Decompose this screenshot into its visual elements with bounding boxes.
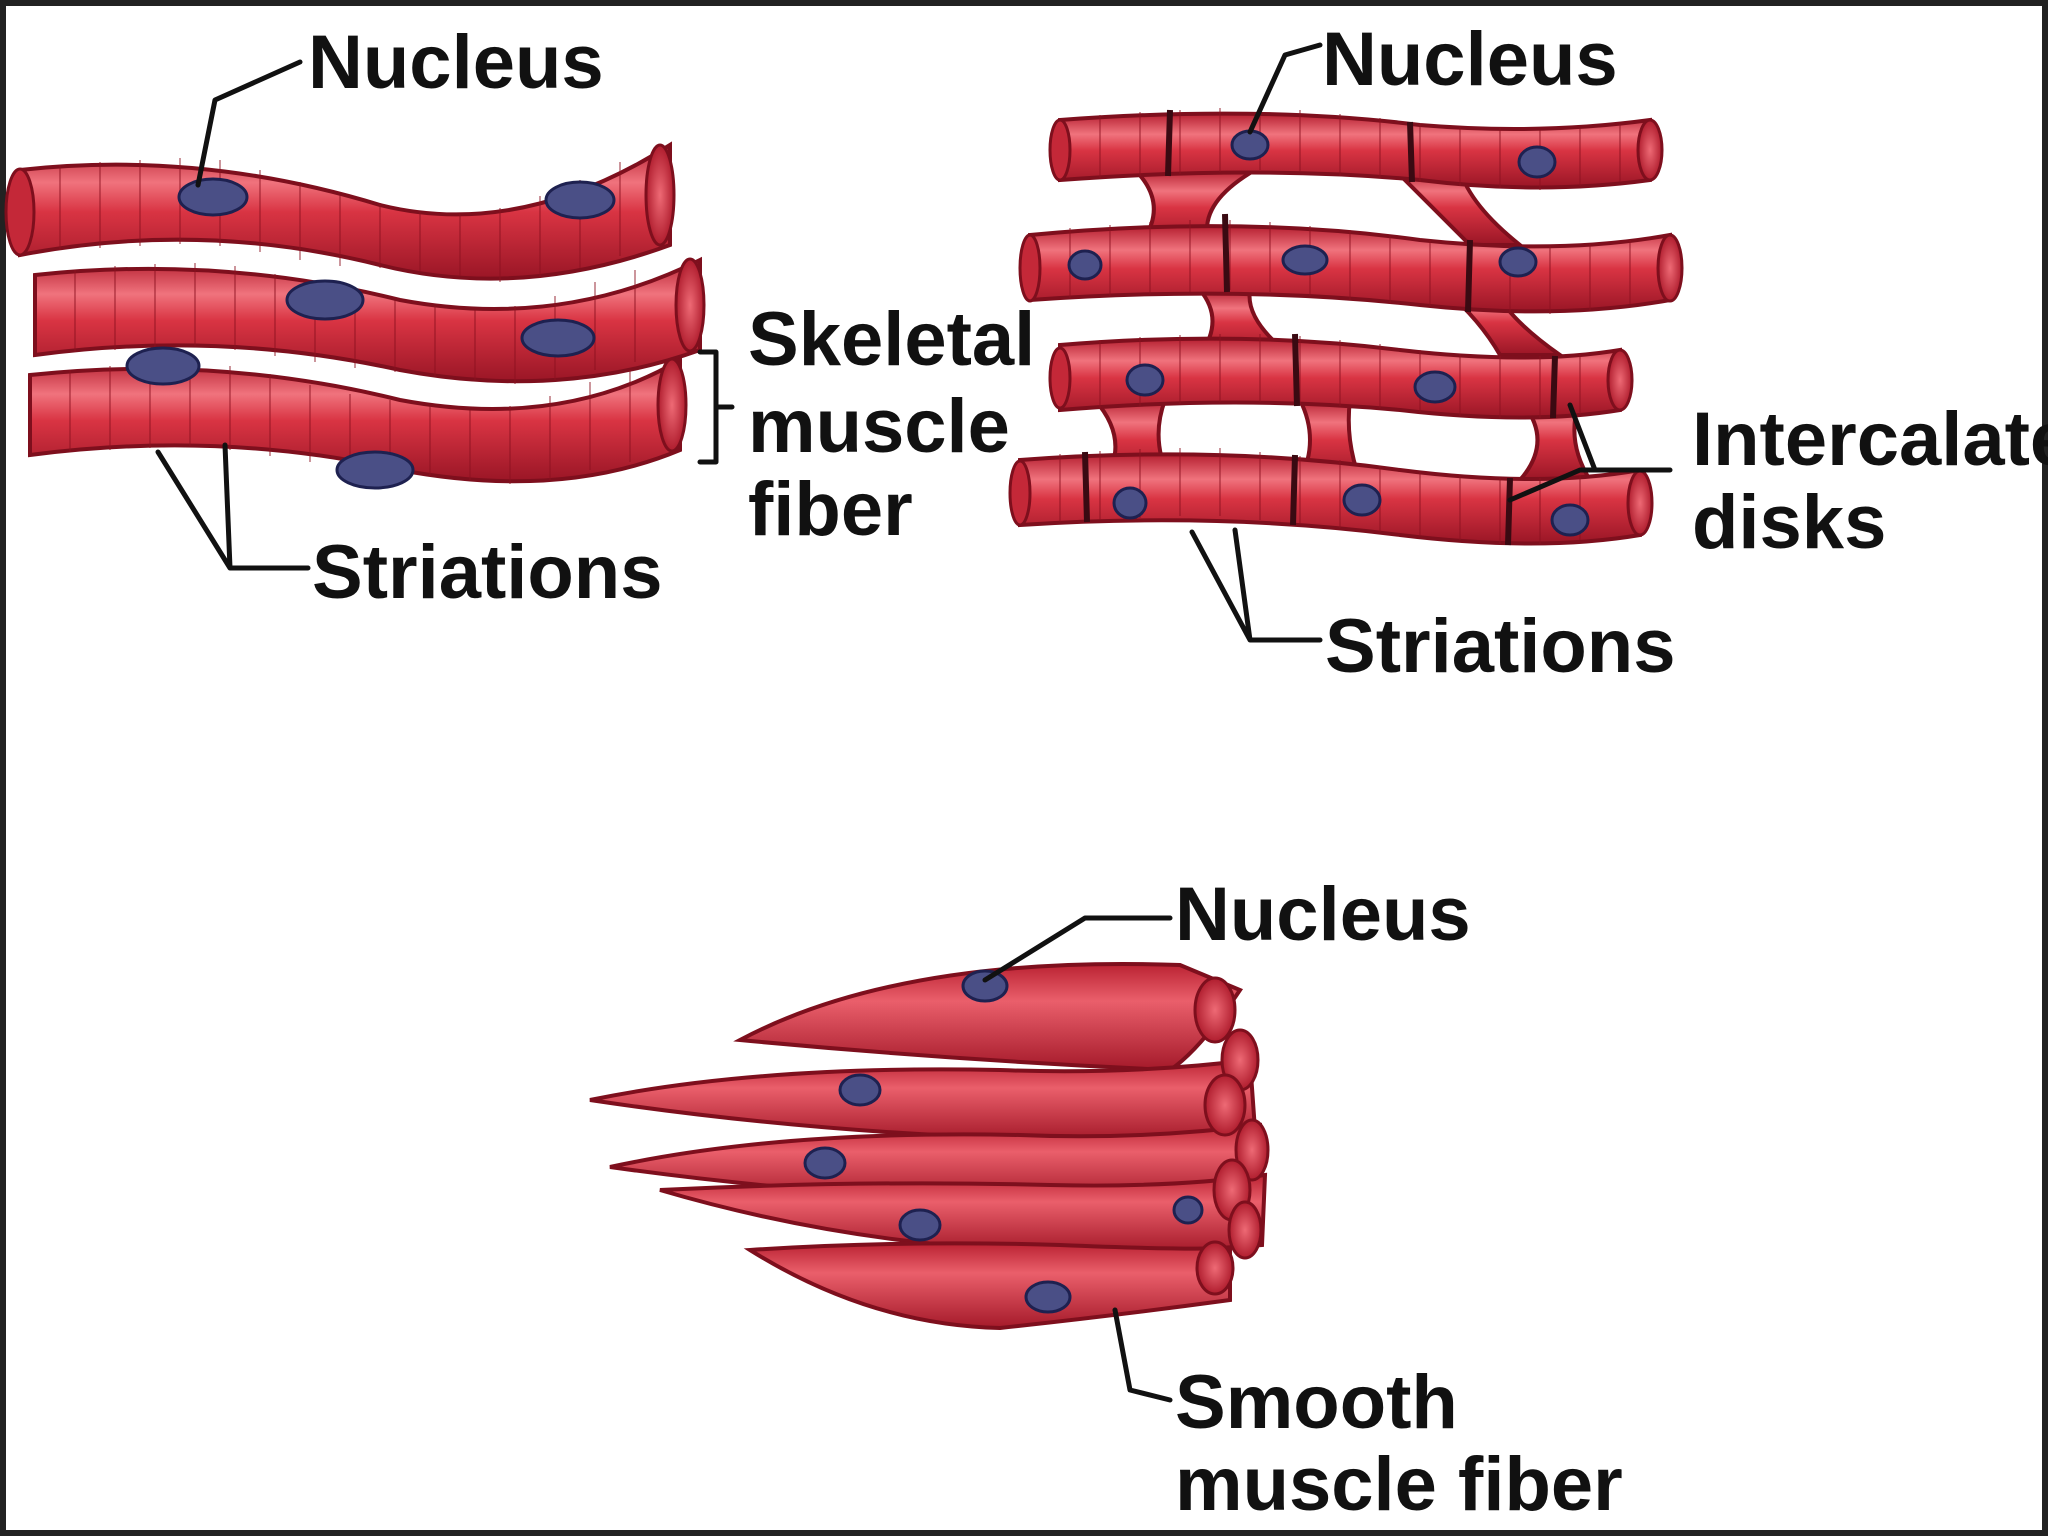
cardiac-nucleus-2 [1517, 145, 1557, 179]
smooth-nucleus-4 [898, 1208, 942, 1242]
cardiac-nucleus-1 [1230, 129, 1270, 161]
smooth-fiber-2 [589, 1057, 1258, 1143]
cardiac-fiber-row-3 [1048, 333, 1634, 420]
skeletal-fiber-label-line1: Skeletal [748, 297, 1035, 382]
cardiac-nucleus-3 [1067, 249, 1103, 281]
cardiac-disks-leader [1507, 402, 1673, 503]
skeletal-nucleus-5 [125, 346, 201, 386]
cardiac-nucleus-9 [1342, 483, 1382, 517]
cardiac-nucleus-10 [1550, 503, 1590, 537]
smooth-fiber-label-line2: muscle fiber [1175, 1442, 1623, 1527]
smooth-muscle-illustration [589, 961, 1270, 1331]
smooth-nucleus-1 [961, 969, 1009, 1003]
cardiac-nucleus-6 [1125, 363, 1165, 397]
smooth-fiber-ends [1193, 976, 1270, 1296]
smooth-nucleus-5 [1024, 1280, 1072, 1314]
skeletal-fiber-bracket [697, 349, 735, 465]
skeletal-striations-bottom [69, 363, 631, 484]
skeletal-nucleus-1 [177, 177, 249, 217]
cardiac-striations-label: Striations [1325, 604, 1676, 689]
skeletal-muscle-illustration [4, 141, 706, 490]
smooth-nucleus-3 [803, 1146, 847, 1180]
skeletal-nucleus-3 [285, 279, 365, 321]
cardiac-fiber-row-2 [1018, 213, 1684, 314]
skeletal-nucleus-label: Nucleus [308, 20, 604, 105]
smooth-nucleus-leader [982, 915, 1173, 983]
cardiac-disks-label-line1: Intercalated [1692, 397, 2048, 482]
cardiac-disks-label-line2: disks [1692, 480, 1886, 565]
skeletal-nucleus-leader [195, 59, 303, 188]
cardiac-nucleus-8 [1112, 486, 1148, 520]
smooth-fiber-label-line1: Smooth [1175, 1360, 1458, 1445]
skeletal-striations-middle [74, 263, 636, 384]
skeletal-nucleus-6 [335, 450, 415, 490]
skeletal-fiber-label-line3: fiber [748, 467, 913, 552]
skeletal-striations-leader [155, 442, 311, 571]
smooth-nucleus-label: Nucleus [1175, 872, 1471, 957]
smooth-fiber-leader [1112, 1307, 1173, 1403]
smooth-nucleus-2 [838, 1073, 882, 1107]
skeletal-nucleus-2 [544, 180, 616, 220]
cardiac-muscle-illustration [1008, 108, 1684, 546]
cardiac-branches [1090, 168, 1594, 482]
skeletal-fiber-bottom [28, 356, 688, 484]
cardiac-nucleus-5 [1498, 246, 1538, 278]
smooth-nucleus-6 [1172, 1195, 1204, 1225]
cardiac-nucleus-4 [1281, 244, 1329, 276]
cardiac-nucleus-7 [1413, 370, 1457, 404]
skeletal-fiber-label-line2: muscle [748, 384, 1010, 469]
skeletal-nucleus-4 [520, 318, 596, 358]
cardiac-nucleus-leader [1247, 42, 1323, 135]
cardiac-fiber-row-1 [1048, 108, 1664, 190]
cardiac-striations-leader [1189, 527, 1323, 643]
cardiac-nucleus-label: Nucleus [1322, 17, 1618, 102]
smooth-fiber-5 [743, 1241, 1232, 1331]
smooth-fiber-4 [659, 1172, 1268, 1254]
skeletal-striations-label: Striations [312, 530, 663, 615]
